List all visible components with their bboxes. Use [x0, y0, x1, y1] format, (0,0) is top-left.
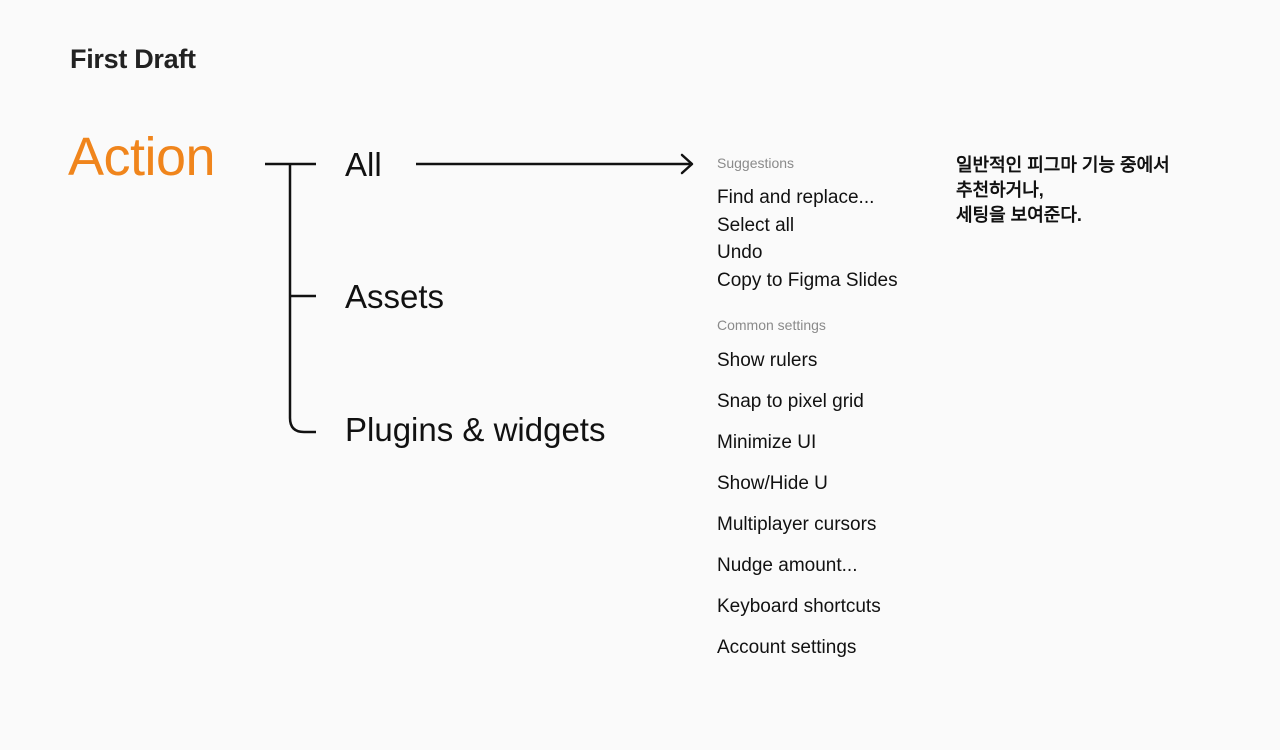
menu-item-nudge-amount[interactable]: Nudge amount... — [717, 555, 858, 576]
menu-item-keyboard-shortcuts[interactable]: Keyboard shortcuts — [717, 596, 881, 617]
menu-item-undo[interactable]: Undo — [717, 242, 763, 263]
menu-item-show-hide-ui[interactable]: Show/Hide U — [717, 473, 828, 494]
page-title: First Draft — [70, 44, 196, 74]
menu-item-select-all[interactable]: Select all — [717, 215, 795, 236]
menu-item-minimize-ui[interactable]: Minimize UI — [717, 432, 817, 453]
branch-all: All — [345, 146, 382, 183]
menu-item-copy-to-slides[interactable]: Copy to Figma Slides — [717, 270, 898, 291]
suggestions-heading: Suggestions — [717, 155, 795, 171]
menu-item-show-rulers[interactable]: Show rulers — [717, 350, 818, 371]
menu-item-find-replace[interactable]: Find and replace... — [717, 187, 875, 208]
annotation-note: 일반적인 피그마 기능 중에서 추천하거나, 세팅을 보여준다. — [956, 153, 1256, 228]
menu-item-snap-pixel-grid[interactable]: Snap to pixel grid — [717, 391, 864, 412]
branch-plugins-widgets: Plugins & widgets — [345, 411, 606, 448]
note-line: 추천하거나, — [956, 180, 1044, 200]
tree-trunk — [288, 164, 316, 434]
branch-assets: Assets — [345, 278, 445, 315]
note-line: 세팅을 보여준다. — [956, 205, 1082, 225]
arrowhead-icon — [680, 153, 694, 175]
menu-item-account-settings[interactable]: Account settings — [717, 637, 857, 658]
common-settings-heading: Common settings — [717, 317, 826, 333]
menu-item-multiplayer-cursors[interactable]: Multiplayer cursors — [717, 514, 877, 535]
note-line: 일반적인 피그마 기능 중에서 — [956, 155, 1170, 175]
root-node-action: Action — [68, 127, 216, 187]
